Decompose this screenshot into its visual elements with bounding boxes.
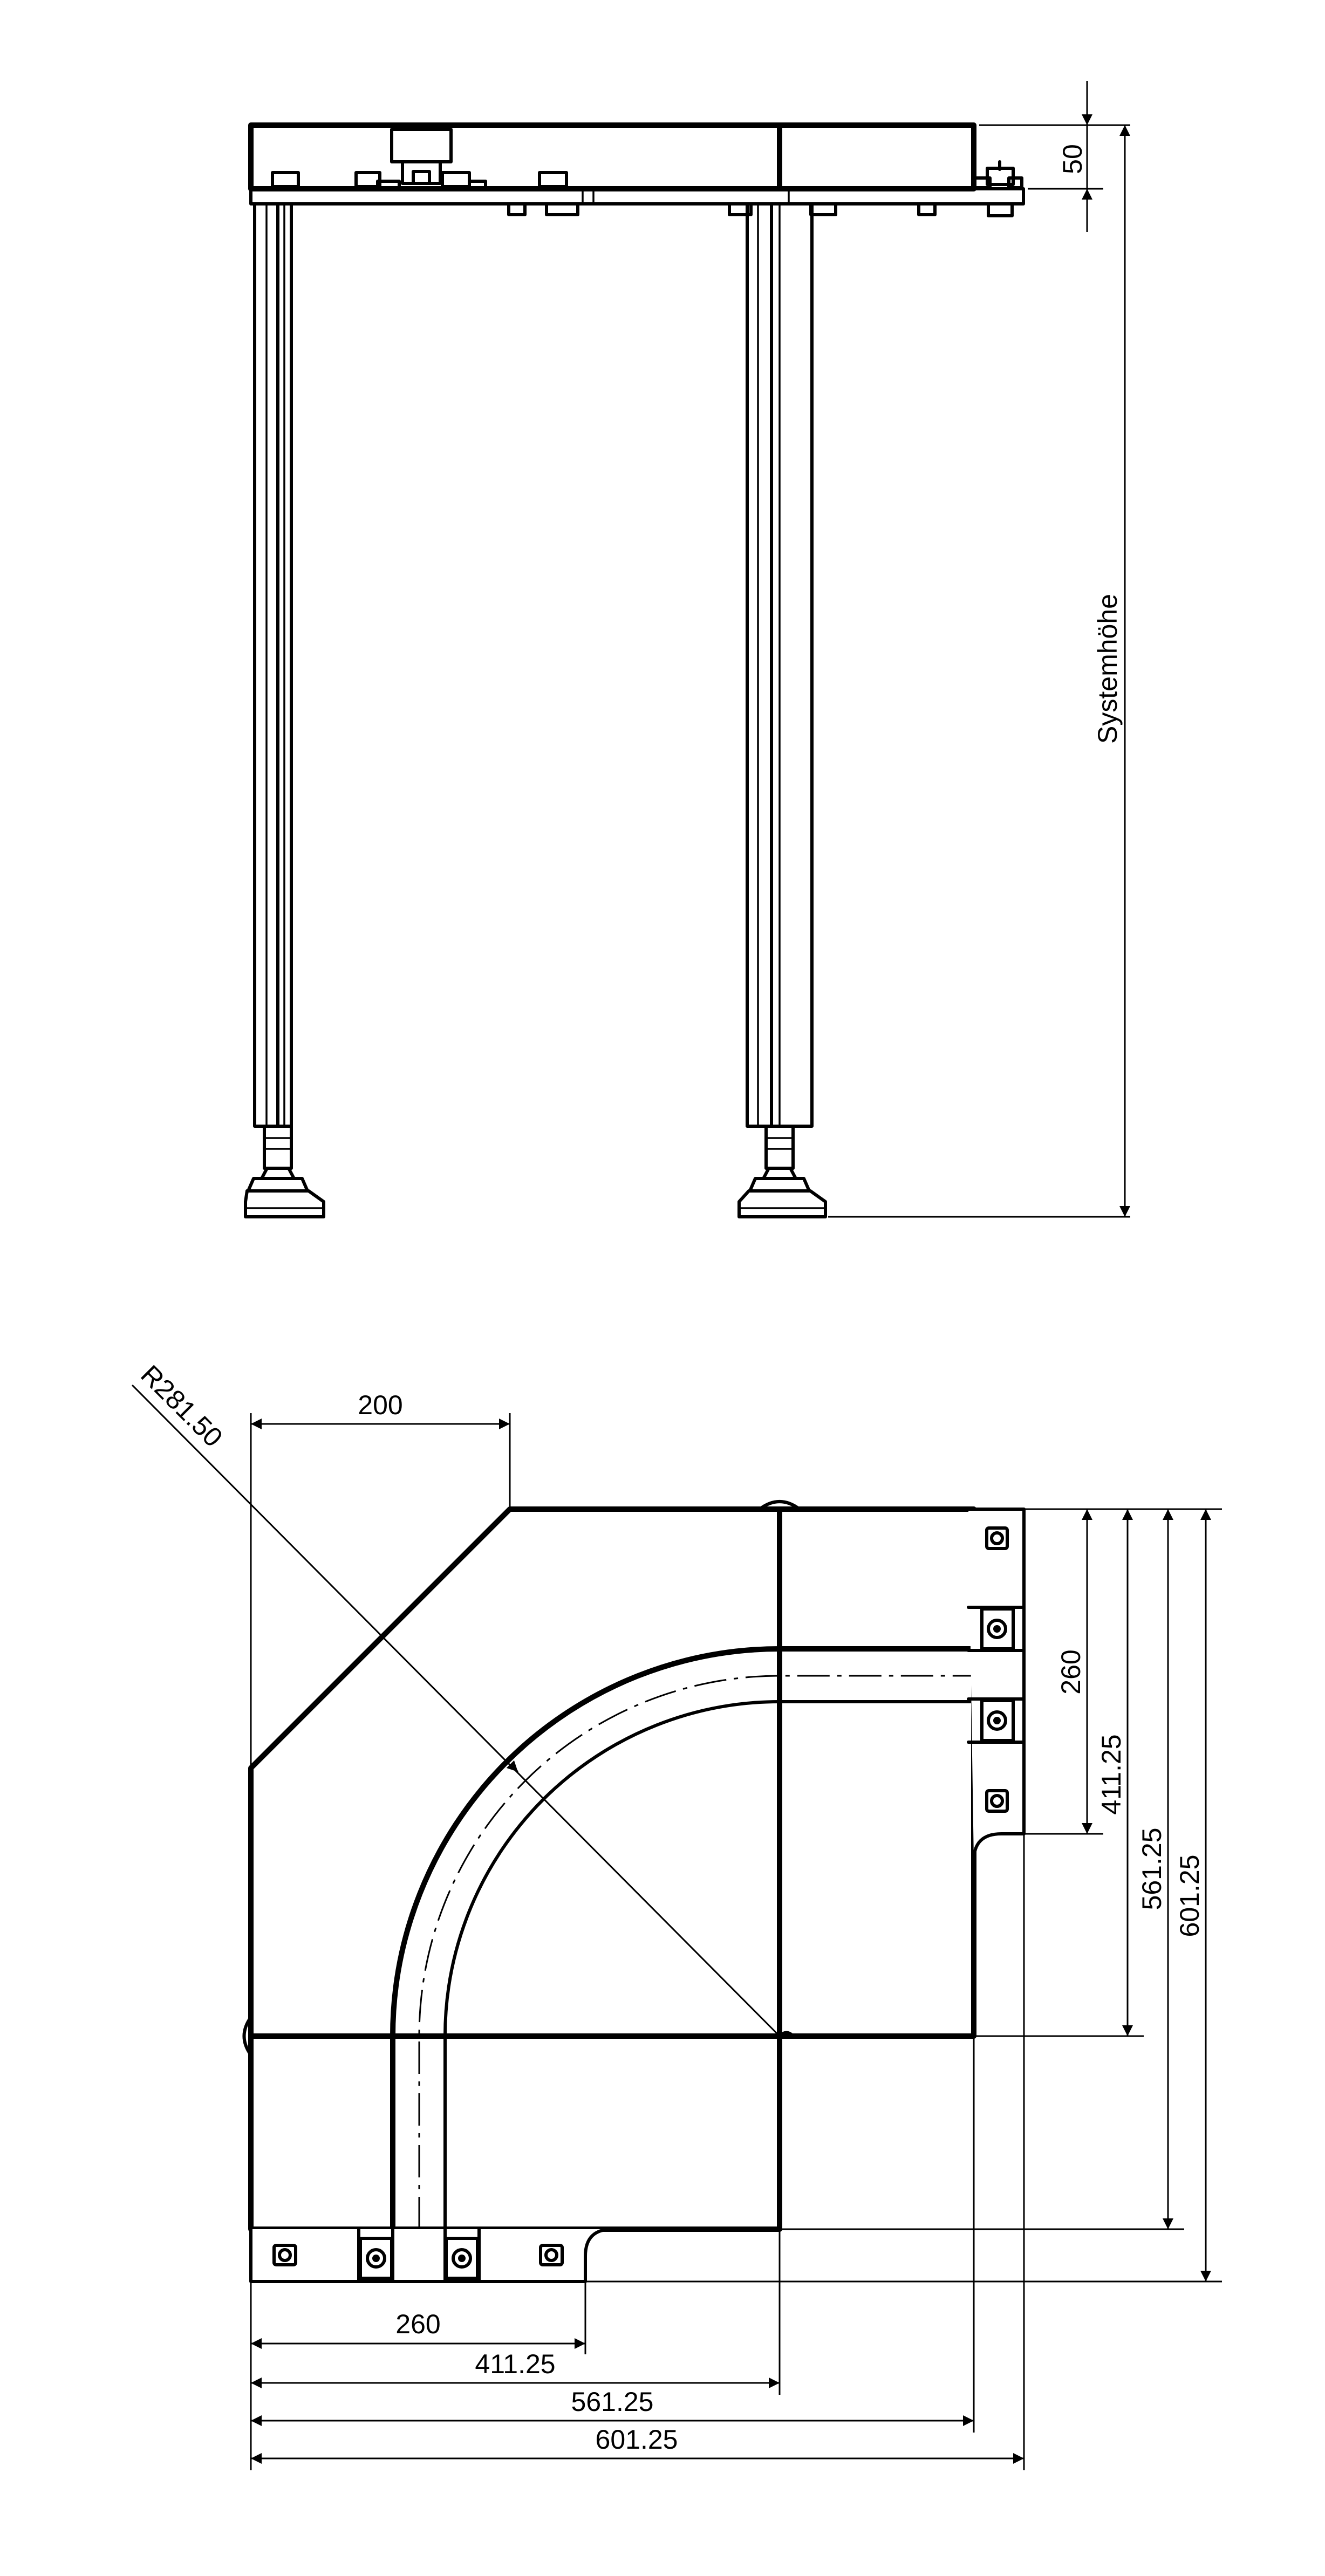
right-leg [737,202,827,1218]
bottom-dimensions: 260 411.25 561.25 601.25 [250,1834,1025,2470]
side-view: 50 Systemhöhe [244,81,1130,1218]
dim-system-height: Systemhöhe [1092,594,1123,744]
top-view: R281.50 [131,1359,1222,2470]
dim-right-260: 260 [1056,1649,1086,1694]
dim-chamfer-width: 200 [358,1390,402,1420]
curved-track [390,1646,990,2232]
mounting-rail [249,187,1025,205]
dim-right-601: 601.25 [1174,1855,1205,1937]
dim-bottom-411: 411.25 [475,2349,555,2379]
right-dimensions: 260 411.25 561.25 601.25 [585,1508,1222,2283]
rail-clamps [271,160,1023,217]
bolt-icon [985,1526,1009,1550]
bolt-icon [366,2248,386,2269]
left-leg [244,202,325,1218]
bolt-icon [452,2248,472,2269]
curve-module-outline [248,1506,976,2232]
dim-bottom-561: 561.25 [571,2387,654,2417]
drive-unit [390,128,453,185]
dim-right-561: 561.25 [1137,1828,1167,1910]
bolt-icon [987,1710,1007,1731]
dim-right-411: 411.25 [1096,1734,1126,1814]
side-view-dimensions: 50 Systemhöhe [828,81,1130,1218]
right-brackets [967,1508,1026,1861]
chamfer-dimension: 200 [250,1390,511,1768]
bottom-brackets [249,2228,613,2283]
radius-leader [131,1384,781,2037]
dim-bottom-601: 601.25 [596,2424,678,2455]
top-plate [248,122,976,191]
bolt-icon [985,1789,1009,1813]
dim-bottom-260: 260 [395,2309,440,2339]
dim-top-height: 50 [1057,144,1088,174]
dim-radius: R281.50 [135,1359,228,1453]
bolt-icon [539,2244,564,2266]
bolt-icon [987,1619,1007,1639]
bolt-icon [272,2244,297,2266]
